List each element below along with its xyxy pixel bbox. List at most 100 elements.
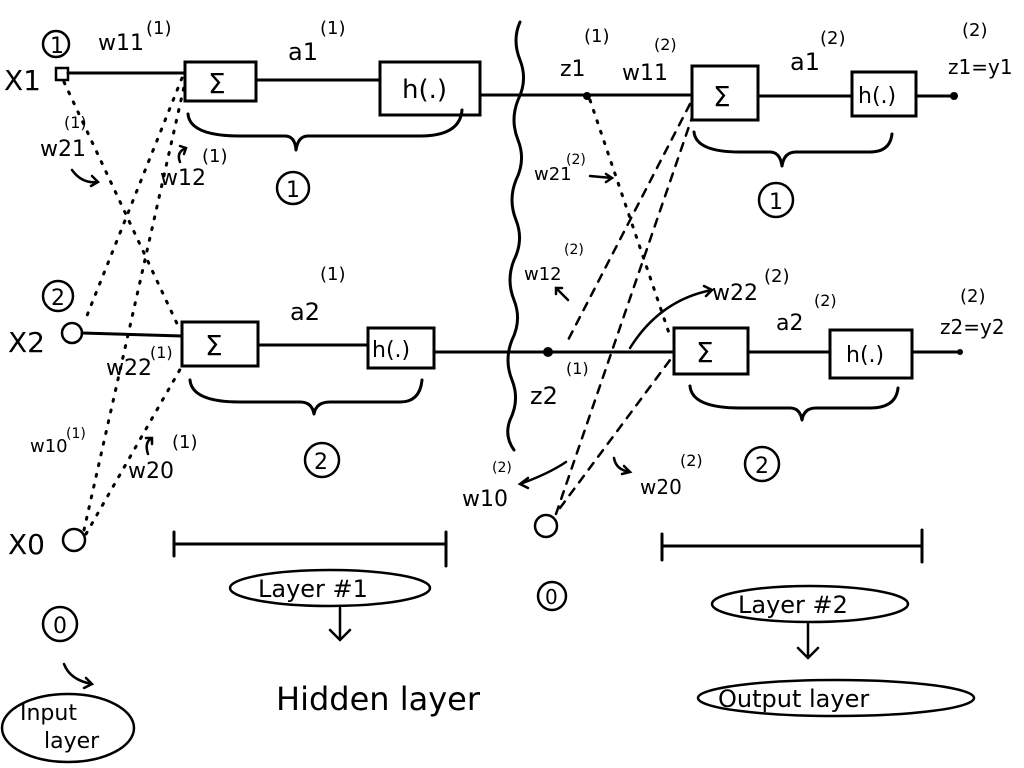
preactivation-a1-hidden: a1 [288, 38, 318, 66]
dotted-w20-1 [84, 350, 192, 536]
input-node-x2 [60, 321, 84, 345]
weight-w10-output-sup: (2) [492, 460, 512, 476]
input-index-2: 2 [51, 286, 65, 311]
sum-symbol-hidden-2: Σ [205, 329, 223, 362]
weight-w11-hidden: w11 [98, 31, 144, 56]
dotted-w12-1 [62, 80, 182, 332]
weight-w12-output-arrow [554, 286, 570, 302]
input-label-x1: X1 [4, 64, 41, 97]
weight-w12-output-sup: (2) [564, 242, 584, 258]
weight-w11-output: w11 [622, 61, 668, 86]
sum-box-output-2 [672, 326, 750, 376]
activation-label-output-1: h(.) [858, 84, 896, 109]
weight-w21-hidden-sup: (1) [64, 113, 87, 132]
input-label-x2: X2 [8, 326, 45, 359]
input-layer-label-2: layer [44, 729, 100, 754]
activation-box-hidden-1 [378, 60, 482, 117]
preactivation-a2-hidden: a2 [290, 298, 320, 326]
layer-divider [506, 20, 525, 452]
layer1-ellipse [228, 568, 432, 608]
activation-box-output-2 [828, 328, 914, 380]
weight-w20-hidden-sup: (1) [172, 432, 198, 453]
weight-w20-output-arrow [612, 456, 633, 476]
sum-symbol-hidden-1: Σ [208, 67, 226, 100]
output-layer-description: Output layer [718, 685, 869, 713]
activation-label-hidden-1: h(.) [402, 75, 447, 105]
unit-index-output-1: 1 [769, 190, 783, 215]
input-index-1: 1 [50, 34, 64, 59]
weight-w12-hidden-arrow [177, 144, 188, 164]
weight-w20-output: w20 [640, 475, 682, 499]
preactivation-a1-output: a1 [790, 48, 820, 76]
bias-index-hidden: 0 [545, 585, 558, 609]
output-node-y2 [957, 349, 963, 355]
input-layer-index-circle [41, 605, 79, 643]
dotted-w10-1 [82, 76, 188, 532]
weight-w21-output-sup: (2) [566, 152, 586, 168]
activation-label-hidden-2: h(.) [372, 338, 410, 363]
input-index-circle-1 [41, 29, 71, 59]
preactivation-a2-output: a2 [776, 311, 803, 336]
dotted-w21-2 [588, 98, 672, 338]
sum-symbol-output-2: Σ [696, 336, 714, 369]
unit-index-circle-output-2 [743, 445, 781, 483]
input-layer-arrow [62, 662, 95, 690]
unit-index-circle-hidden-2 [303, 441, 341, 479]
hidden-output-z2: z2 [530, 382, 558, 410]
preactivation-a1-hidden-sup: (1) [320, 18, 346, 39]
preactivation-a2-hidden-sup: (1) [320, 264, 346, 285]
brace-hidden-unit-2 [188, 378, 424, 416]
network-output-y1-sup: (2) [962, 20, 988, 41]
layer1-arrow [328, 606, 352, 642]
input-label-x0: X0 [8, 528, 45, 561]
hidden-output-z1: z1 [560, 57, 586, 82]
weight-w22-output-arrow [628, 284, 715, 350]
network-output-y1: z1=y1 [948, 55, 1013, 79]
network-output-y2-sup: (2) [960, 286, 986, 307]
sum-box-output-1 [690, 64, 760, 122]
bias-index-circle-hidden [536, 580, 568, 612]
output-layer-ellipse [696, 678, 976, 718]
layer2-name: Layer #2 [738, 591, 848, 619]
input-node-x1 [54, 66, 70, 82]
weight-w10-output: w10 [462, 487, 508, 512]
brace-hidden-unit-1 [186, 108, 464, 152]
dashed-w12-2 [564, 102, 692, 346]
input-layer-label-1: Input [20, 701, 77, 726]
sum-box-hidden-2 [180, 320, 260, 368]
node-z1 [583, 92, 591, 100]
input-layer-ellipse [0, 692, 136, 764]
unit-index-circle-output-1 [757, 181, 795, 219]
weight-w20-hidden-arrow [144, 436, 154, 456]
preactivation-a1-output-sup: (2) [820, 28, 846, 49]
weight-w12-output: w12 [524, 264, 562, 285]
preactivation-a2-output-sup: (2) [814, 291, 837, 310]
layer1-name: Layer #1 [258, 575, 368, 603]
brace-output-unit-1 [692, 130, 894, 168]
weight-w22-hidden: w22 [106, 356, 152, 381]
layer2-ellipse [710, 584, 910, 624]
weight-w22-hidden-sup: (1) [150, 343, 173, 362]
network-output-y2: z2=y2 [940, 315, 1005, 339]
weight-w20-hidden: w20 [128, 459, 174, 484]
activation-box-output-1 [850, 70, 918, 118]
weight-w10-output-arrow [517, 460, 568, 490]
weight-w20-output-sup: (2) [680, 451, 703, 470]
layer2-arrow [796, 622, 820, 660]
hidden-layer-description: Hidden layer [276, 680, 481, 718]
weight-w12-hidden: w12 [160, 166, 206, 191]
unit-index-hidden-2: 2 [314, 450, 328, 475]
dotted-w21-1 [84, 76, 184, 320]
weight-w10-hidden-sup: (1) [66, 426, 86, 442]
unit-index-circle-hidden-1 [275, 170, 311, 206]
weight-w22-output-sup: (2) [764, 266, 790, 287]
node-z2 [543, 347, 553, 357]
weight-w21-hidden-arrow [70, 168, 101, 188]
bias-node-hidden [533, 513, 559, 539]
sum-box-hidden-1 [183, 60, 258, 103]
hidden-output-z1-sup: (1) [584, 26, 610, 47]
weight-w12-hidden-sup: (1) [202, 146, 228, 167]
unit-index-hidden-1: 1 [286, 178, 300, 203]
dashed-w10-2 [554, 104, 698, 516]
